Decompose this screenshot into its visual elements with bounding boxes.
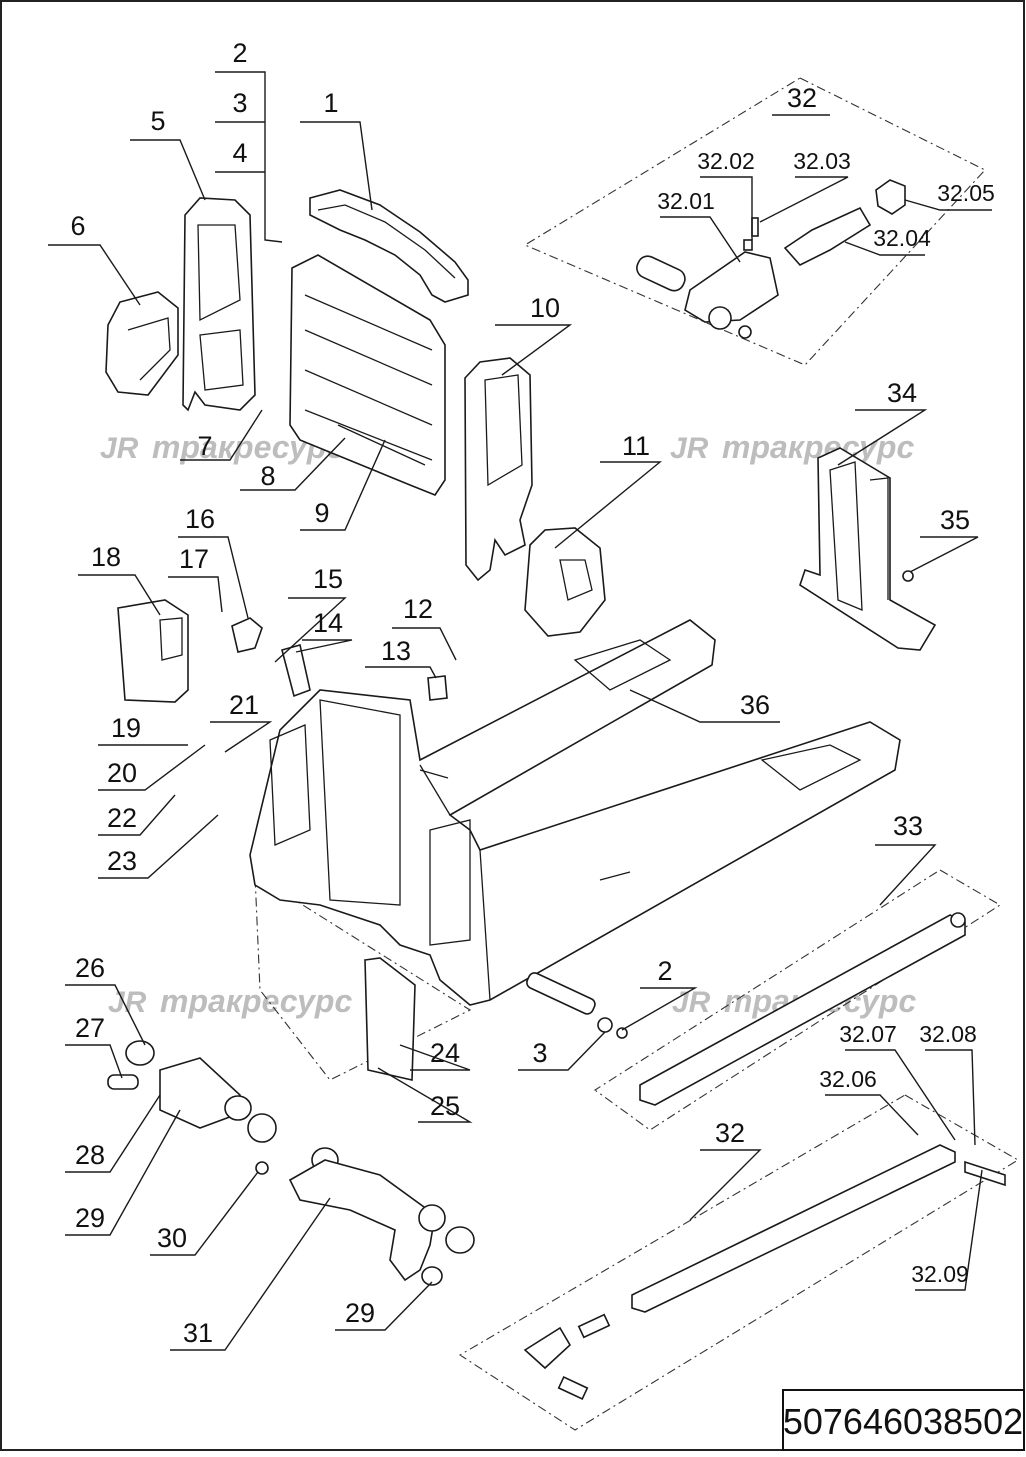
- boundary-32-top: [523, 77, 986, 366]
- callout-2: 2: [232, 38, 247, 68]
- part-6-left-cover: [105, 291, 179, 396]
- callout-24: 24: [430, 1038, 460, 1068]
- callout-3: 3: [232, 88, 247, 118]
- callout-34: 34: [887, 378, 917, 408]
- callout-15: 15: [313, 564, 343, 594]
- part-1-handle-cover: [309, 189, 469, 303]
- part-34-bracket: [799, 447, 937, 651]
- callout-8: 8: [260, 461, 275, 491]
- callout-32-bottom: 32: [715, 1118, 745, 1148]
- callout-13: 13: [381, 636, 411, 666]
- part-35-screw: [902, 570, 914, 582]
- part-18-bracket-cover: [117, 599, 189, 703]
- callout-25: 25: [430, 1091, 460, 1121]
- part-32-rod-assembly: [523, 1144, 1006, 1400]
- watermark-3: JR тракресурс: [108, 983, 352, 1019]
- watermark-2: JR тракресурс: [670, 429, 914, 465]
- callout-29: 29: [75, 1203, 105, 1233]
- drawing-code-box: 507646038502: [782, 1389, 1025, 1451]
- callout-26: 26: [75, 953, 105, 983]
- callout-10: 10: [530, 293, 560, 323]
- part-28-link: [125, 1040, 252, 1129]
- callout-29-lower: 29: [345, 1298, 375, 1328]
- callout-3-lower: 3: [532, 1038, 547, 1068]
- part-31-link: [255, 1147, 475, 1286]
- callout-14: 14: [313, 608, 343, 638]
- part-13-small-plate: [427, 675, 448, 701]
- callout-18: 18: [91, 542, 121, 572]
- callout-32-08: 32.08: [919, 1021, 977, 1047]
- callout-32-07: 32.07: [839, 1021, 897, 1047]
- watermark-logo: JR: [108, 986, 147, 1019]
- callout-labels: 1 2 3 4 5 6 7 8 9 10 11 12 13 14 15 16 1…: [70, 38, 994, 1348]
- callout-22: 22: [107, 803, 137, 833]
- callout-17: 17: [179, 544, 209, 574]
- callout-32-02: 32.02: [697, 148, 755, 174]
- callout-32-06: 32.06: [819, 1066, 877, 1092]
- watermark-logo: JR: [670, 432, 709, 465]
- drawing-code: 507646038502: [783, 1401, 1023, 1442]
- callout-2-lower: 2: [657, 956, 672, 986]
- callout-27: 27: [75, 1013, 105, 1043]
- callout-19: 19: [111, 713, 141, 743]
- part-29-bushing: [247, 1113, 277, 1143]
- part-10-side-plate: [464, 357, 533, 582]
- boundary-32-bottom: [458, 1094, 1020, 1431]
- callout-12: 12: [403, 594, 433, 624]
- callout-5: 5: [150, 106, 165, 136]
- part-14-plate: [281, 644, 311, 698]
- part-2-3-nut-washer: [526, 972, 628, 1039]
- callout-21: 21: [229, 690, 259, 720]
- callout-28: 28: [75, 1140, 105, 1170]
- callout-23: 23: [107, 846, 137, 876]
- callout-32-03: 32.03: [793, 148, 851, 174]
- callout-6: 6: [70, 211, 85, 241]
- part-32-pin-assembly: [636, 179, 906, 339]
- callout-32-01: 32.01: [657, 188, 715, 214]
- part-36-fork-frame: [249, 619, 901, 1006]
- part-33-pull-rod: [639, 912, 966, 1106]
- callout-30: 30: [157, 1223, 187, 1253]
- boundary-33: [594, 869, 1002, 1131]
- watermark-text: тракресурс: [160, 983, 352, 1019]
- part-9-gate-frame: [289, 254, 446, 496]
- callout-32-09: 32.09: [911, 1261, 969, 1287]
- callout-31: 31: [183, 1318, 213, 1348]
- callout-9: 9: [314, 498, 329, 528]
- callout-32-top: 32: [787, 83, 817, 113]
- watermark-logo: JR: [100, 432, 139, 465]
- callout-7: 7: [197, 431, 212, 461]
- watermark-logo: JR: [672, 986, 711, 1019]
- callout-20: 20: [107, 758, 137, 788]
- part-11-right-cover: [524, 527, 606, 637]
- callout-36: 36: [740, 690, 770, 720]
- leader-lines: [48, 71, 992, 1351]
- callout-16: 16: [185, 504, 215, 534]
- part-27-pin: [107, 1074, 139, 1090]
- callout-32-05: 32.05: [937, 180, 995, 206]
- callout-4: 4: [232, 138, 247, 168]
- part-5-side-plate: [182, 197, 256, 412]
- callout-33: 33: [893, 811, 923, 841]
- callout-1: 1: [323, 88, 338, 118]
- part-24-plate: [364, 957, 416, 1081]
- part-16-bracket: [231, 617, 263, 653]
- callout-35: 35: [940, 505, 970, 535]
- callout-32-04: 32.04: [873, 225, 931, 251]
- callout-11: 11: [622, 431, 650, 461]
